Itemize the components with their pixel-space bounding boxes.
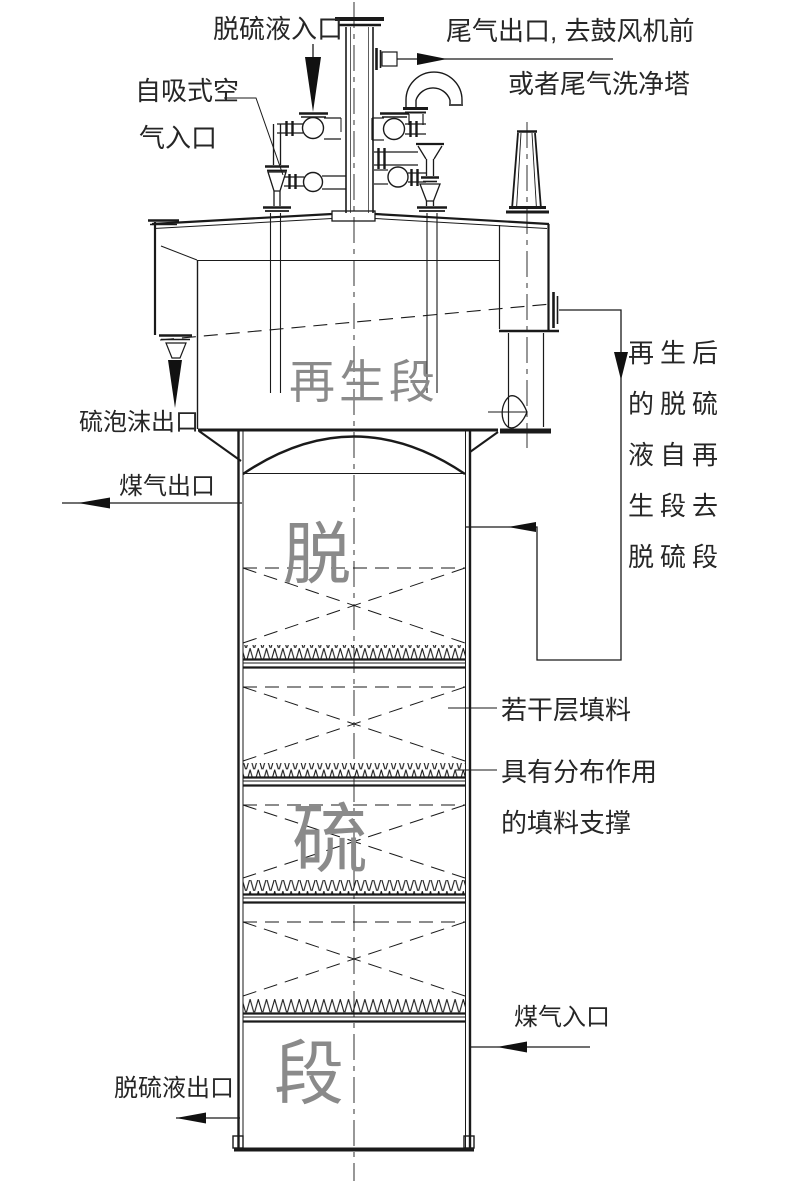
tower-foot-right (463, 1135, 475, 1149)
packing-support-4 (243, 999, 465, 1023)
centerlines (353, 2, 528, 1181)
regen-downcomer-pipes (269, 213, 438, 393)
tower-foot-left (232, 1135, 244, 1149)
label-tail-gas-line1: 尾气出口, 去鼓风机前 (446, 16, 694, 46)
sulfur-foam-outlet-nozzle (159, 334, 192, 408)
tail-gas-riser-pipe (335, 17, 384, 213)
flow-arrows (62, 44, 590, 1124)
label-air-inlet-line1: 自吸式空 (135, 76, 239, 106)
coal-gas-inlet-arrow (497, 1041, 527, 1053)
label-support-line2: 的填料支撑 (501, 808, 631, 838)
label-air-inlet-line2: 气入口 (139, 123, 217, 153)
label-packing: 若干层填料 (501, 695, 631, 725)
label-sulfur-foam-outlet: 硫泡沫出口 (79, 409, 199, 436)
packing-support-2 (243, 763, 465, 787)
label-recycle-line1: 再生后 (628, 338, 724, 368)
regen-to-tower-downcomer (488, 333, 551, 434)
labels: 脱硫液入口 自吸式空 气入口 尾气出口, 去鼓风机前 或者尾气洗净塔 硫泡沫出口… (79, 14, 724, 1114)
label-recycle-line2: 的脱硫 (628, 389, 724, 419)
label-coal-gas-inlet: 煤气入口 (514, 1004, 610, 1031)
label-recycle-line3: 液自再 (628, 440, 724, 470)
recycle-inlet-arrow (508, 522, 536, 532)
regen-outlet-nozzle (552, 292, 559, 328)
sulfur-foam-flow-arrow (168, 360, 182, 408)
left-pump-upper (277, 112, 342, 140)
label-support-line1: 具有分布作用 (501, 757, 657, 787)
tower-watermark-char-1: 脱 (283, 517, 351, 593)
tower-watermark-char-3: 段 (274, 1037, 344, 1114)
label-coal-gas-outlet: 煤气出口 (119, 473, 215, 500)
packing-support-3 (243, 880, 465, 904)
gooseneck-vent-pipe (403, 71, 463, 125)
air-inlet-leader (224, 97, 284, 176)
coal-gas-outlet-arrow (78, 497, 110, 509)
regen-shell (153, 222, 559, 462)
chimney-standpipe (506, 130, 549, 214)
leader-lines (224, 97, 497, 771)
liquid-outlet-arrow (176, 1112, 206, 1124)
label-recycle-line5: 脱硫段 (628, 542, 724, 572)
packing-supports (243, 645, 465, 1023)
label-recycle-line4: 生段去 (628, 491, 724, 521)
label-desulf-liquid-outlet: 脱硫液出口 (114, 1075, 234, 1102)
tower-shell (232, 430, 475, 1152)
label-desulf-liquid-inlet: 脱硫液入口 (213, 14, 343, 44)
regen-roof (148, 210, 550, 229)
recycle-liquid-line (466, 309, 628, 661)
right-ejector (416, 142, 447, 212)
label-tail-gas-line2: 或者尾气洗净塔 (508, 69, 690, 99)
top-piping (263, 17, 613, 213)
tower-watermark-char-2: 硫 (292, 799, 368, 883)
packing-sections (242, 567, 466, 997)
left-pump-lower (284, 171, 346, 193)
tail-gas-flow-arrow (417, 53, 447, 65)
tail-gas-outlet-nozzle (375, 48, 613, 70)
label-regen-section: 再生段 (289, 357, 439, 408)
tower-dome-head (242, 435, 466, 475)
left-ejector (263, 124, 291, 212)
packing-support-1 (243, 645, 465, 669)
recycle-down-arrow (614, 352, 628, 380)
regeneration-vessel (148, 210, 559, 462)
right-pump-lower (374, 148, 426, 188)
right-pump-upper (371, 112, 426, 141)
liquid-inlet-arrow (305, 57, 321, 112)
